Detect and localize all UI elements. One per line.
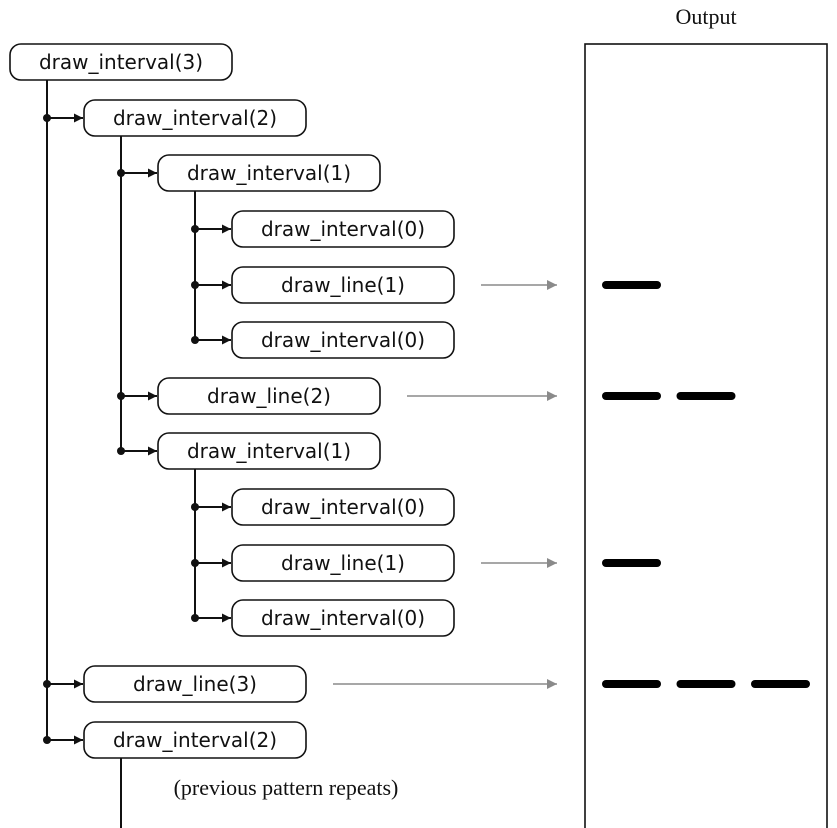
call-box (9, 43, 233, 81)
call-box (231, 321, 455, 359)
call-label: draw_interval(1) (187, 439, 351, 463)
call-box (157, 432, 381, 470)
call-tree: draw_interval(3) draw_interval(2) draw_int… (9, 43, 455, 759)
call-box (83, 665, 307, 703)
call-label: draw_interval(0) (261, 328, 425, 352)
call-box (231, 599, 455, 637)
call-label: draw_line(2) (207, 384, 331, 408)
call-label: draw_interval(0) (261, 217, 425, 241)
call-label: draw_line(3) (133, 672, 257, 696)
call-label: draw_line(1) (281, 551, 405, 575)
call-box (83, 99, 307, 137)
output-arrows (333, 280, 557, 689)
call-label: draw_interval(2) (113, 106, 277, 130)
call-box (231, 210, 455, 248)
call-box (231, 544, 455, 582)
output-panel (584, 43, 828, 828)
call-box (83, 721, 307, 759)
call-box (231, 488, 455, 526)
call-box (157, 154, 381, 192)
call-box (157, 377, 381, 415)
call-label: draw_interval(3) (39, 50, 203, 74)
call-label: draw_line(1) (281, 273, 405, 297)
call-box (231, 266, 455, 304)
footnote-text: (previous pattern repeats) (174, 775, 399, 800)
call-label: draw_interval(1) (187, 161, 351, 185)
call-label: draw_interval(0) (261, 606, 425, 630)
output-ruler-ticks (602, 281, 810, 688)
output-title: Output (675, 4, 736, 29)
call-label: draw_interval(2) (113, 728, 277, 752)
call-tree-connectors (43, 80, 231, 828)
call-label: draw_interval(0) (261, 495, 425, 519)
